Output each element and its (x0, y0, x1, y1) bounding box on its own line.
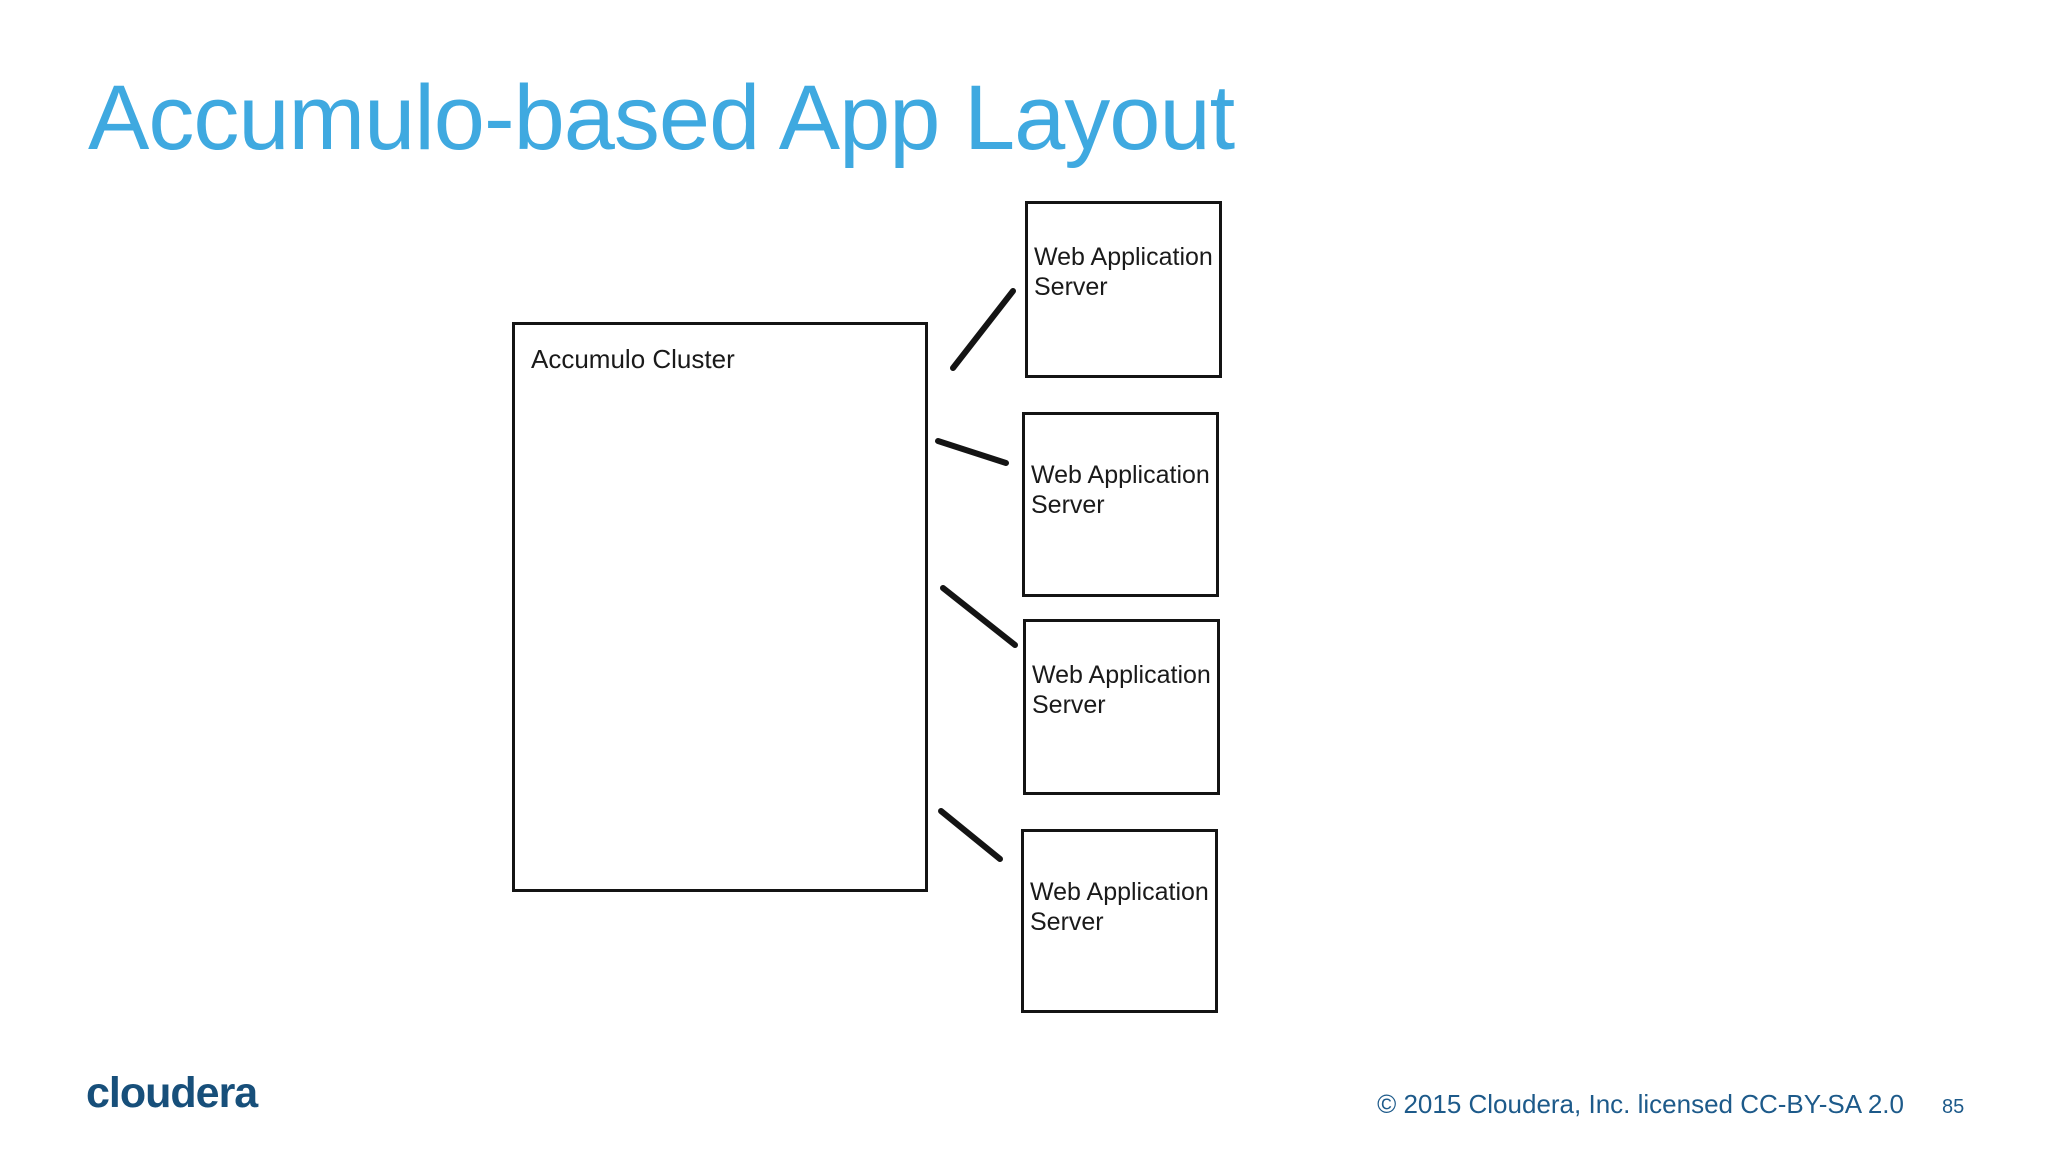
server-label-line2: Server (1034, 273, 1108, 301)
cloudera-logo: cloudera (86, 1069, 258, 1117)
server-label-line1: Web Application (1034, 243, 1213, 271)
server-label-line1: Web Application (1031, 461, 1210, 489)
accumulo-cluster-box: Accumulo Cluster (512, 322, 928, 892)
slide-title: Accumulo-based App Layout (88, 67, 1235, 169)
web-app-server-box-1: Web Application Server (1025, 201, 1222, 378)
server-label-line2: Server (1032, 691, 1106, 719)
copyright-text: © 2015 Cloudera, Inc. licensed CC-BY-SA … (1377, 1089, 1904, 1119)
page-number: 85 (1942, 1096, 1965, 1118)
server-label-line2: Server (1031, 491, 1105, 519)
accumulo-cluster-label: Accumulo Cluster (531, 344, 735, 374)
web-app-server-box-2: Web Application Server (1022, 412, 1219, 597)
server-label-line1: Web Application (1030, 878, 1209, 906)
server-label-line2: Server (1030, 908, 1104, 936)
web-app-server-box-4: Web Application Server (1021, 829, 1218, 1013)
web-app-server-box-3: Web Application Server (1023, 619, 1220, 795)
server-label-line1: Web Application (1032, 661, 1211, 689)
